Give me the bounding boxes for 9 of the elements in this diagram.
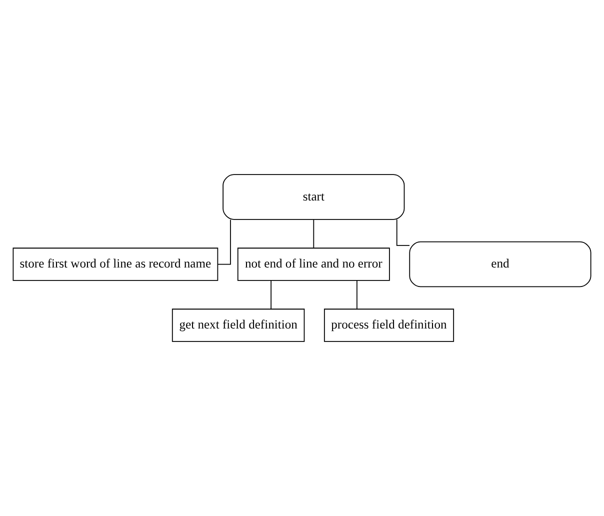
- node-box: not end of line and no error: [237, 248, 390, 281]
- node-box: start: [222, 174, 405, 220]
- node-box: end: [409, 241, 592, 288]
- node-box: get next field definition: [172, 308, 305, 342]
- node-box: store first word of line as record name: [12, 248, 218, 281]
- connector: [356, 280, 358, 310]
- connector: [313, 219, 314, 249]
- connector: [270, 280, 272, 310]
- node-box: process field definition: [324, 308, 454, 342]
